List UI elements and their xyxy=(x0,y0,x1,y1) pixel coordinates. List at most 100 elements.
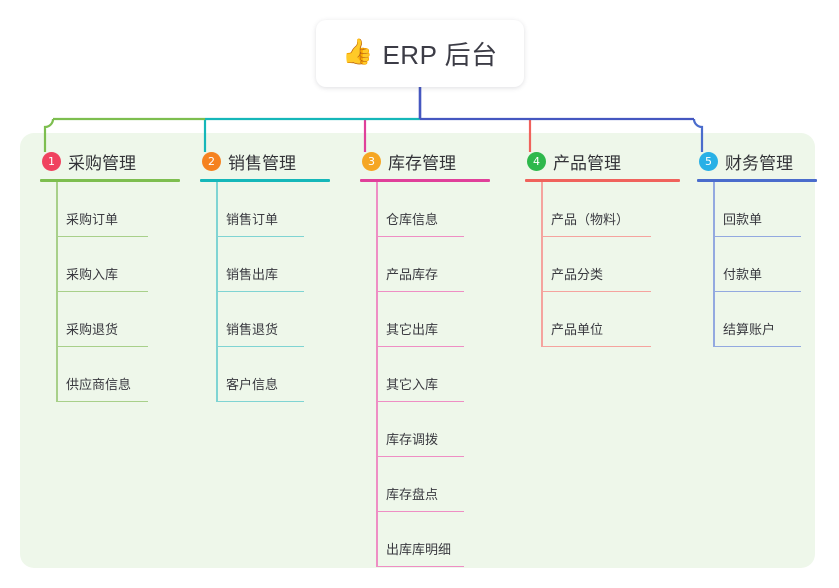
leaf-item-rule xyxy=(713,345,801,347)
leaf-item-label: 其它入库 xyxy=(386,377,439,392)
leaf-item[interactable]: 客户信息 xyxy=(200,347,330,402)
column-header-rule xyxy=(697,179,817,182)
leaf-item-rule xyxy=(541,235,651,237)
leaf-item[interactable]: 销售出库 xyxy=(200,237,330,292)
branch-column-2: 2 销售管理销售订单销售出库销售退货客户信息 xyxy=(200,148,330,402)
leaf-item-rule xyxy=(541,290,651,292)
thumbs-up-icon: 👍 xyxy=(342,38,374,66)
root-node[interactable]: 👍 ERP 后台 xyxy=(316,20,524,87)
leaf-item-label: 产品分类 xyxy=(551,267,604,282)
leaf-item-rule xyxy=(56,345,148,347)
leaf-item[interactable]: 产品单位 xyxy=(525,292,680,347)
leaf-item[interactable]: 其它入库 xyxy=(360,347,490,402)
leaf-item-rule xyxy=(376,510,464,512)
leaf-item-label: 产品库存 xyxy=(386,267,439,282)
column-header-3[interactable]: 3 库存管理 xyxy=(360,148,490,174)
leaf-item-label: 销售出库 xyxy=(226,267,279,282)
column-header-rule xyxy=(525,179,680,182)
leaf-item-label: 采购退货 xyxy=(66,322,119,337)
leaf-item-rule xyxy=(216,290,304,292)
leaf-item-label: 产品（物料） xyxy=(551,212,630,227)
leaf-item-label: 采购入库 xyxy=(66,267,119,282)
leaf-item-label: 其它出库 xyxy=(386,322,439,337)
leaf-item-rule xyxy=(376,290,464,292)
column-badge: 3 xyxy=(362,151,381,171)
leaf-item-label: 销售订单 xyxy=(226,212,279,227)
leaf-item[interactable]: 产品（物料） xyxy=(525,182,680,237)
column-header-2[interactable]: 2 销售管理 xyxy=(200,148,330,174)
column-items: 仓库信息产品库存其它出库其它入库库存调拨库存盘点出库库明细 xyxy=(360,182,490,567)
leaf-item[interactable]: 仓库信息 xyxy=(360,182,490,237)
column-spine xyxy=(713,182,715,347)
leaf-item-rule xyxy=(56,235,148,237)
leaf-item-rule xyxy=(713,290,801,292)
column-items: 销售订单销售出库销售退货客户信息 xyxy=(200,182,330,402)
leaf-item-label: 出库库明细 xyxy=(386,542,452,557)
leaf-item[interactable]: 付款单 xyxy=(697,237,817,292)
leaf-item-rule xyxy=(713,235,801,237)
branch-column-3: 3 库存管理仓库信息产品库存其它出库其它入库库存调拨库存盘点出库库明细 xyxy=(360,148,490,567)
leaf-item-label: 销售退货 xyxy=(226,322,279,337)
column-badge: 5 xyxy=(699,151,718,171)
column-header-rule xyxy=(360,179,490,182)
leaf-item[interactable]: 供应商信息 xyxy=(40,347,180,402)
leaf-item-label: 回款单 xyxy=(723,212,763,227)
column-title: 库存管理 xyxy=(388,153,456,173)
column-items: 回款单付款单结算账户 xyxy=(697,182,817,347)
leaf-item[interactable]: 出库库明细 xyxy=(360,512,490,567)
column-spine xyxy=(541,182,543,347)
root-title: ERP 后台 xyxy=(382,40,498,70)
leaf-item-label: 产品单位 xyxy=(551,322,604,337)
column-spine xyxy=(376,182,378,567)
leaf-item-rule xyxy=(541,345,651,347)
column-badge: 2 xyxy=(202,151,221,171)
leaf-item-label: 供应商信息 xyxy=(66,377,132,392)
leaf-item-rule xyxy=(216,235,304,237)
leaf-item[interactable]: 库存调拨 xyxy=(360,402,490,457)
leaf-item-rule xyxy=(216,345,304,347)
leaf-item-label: 付款单 xyxy=(723,267,763,282)
column-items: 采购订单采购入库采购退货供应商信息 xyxy=(40,182,180,402)
column-header-1[interactable]: 1 采购管理 xyxy=(40,148,180,174)
branch-column-4: 4 产品管理产品（物料） 产品分类产品单位 xyxy=(525,148,680,347)
leaf-item[interactable]: 产品分类 xyxy=(525,237,680,292)
leaf-item[interactable]: 回款单 xyxy=(697,182,817,237)
leaf-item[interactable]: 库存盘点 xyxy=(360,457,490,512)
leaf-item[interactable]: 产品库存 xyxy=(360,237,490,292)
column-title: 销售管理 xyxy=(228,153,296,173)
leaf-item-rule xyxy=(376,235,464,237)
leaf-item-label: 库存盘点 xyxy=(386,487,439,502)
column-header-4[interactable]: 4 产品管理 xyxy=(525,148,680,174)
column-header-rule xyxy=(40,179,180,182)
leaf-item-rule xyxy=(376,400,464,402)
column-spine xyxy=(56,182,58,402)
column-items: 产品（物料） 产品分类产品单位 xyxy=(525,182,680,347)
leaf-item[interactable]: 采购订单 xyxy=(40,182,180,237)
leaf-item-label: 仓库信息 xyxy=(386,212,439,227)
leaf-item-label: 库存调拨 xyxy=(386,432,439,447)
content-panel xyxy=(20,133,815,568)
leaf-item[interactable]: 采购入库 xyxy=(40,237,180,292)
leaf-item-label: 采购订单 xyxy=(66,212,119,227)
column-header-rule xyxy=(200,179,330,182)
column-title: 采购管理 xyxy=(68,153,136,173)
leaf-item-label: 结算账户 xyxy=(723,322,776,337)
leaf-item[interactable]: 销售退货 xyxy=(200,292,330,347)
leaf-item[interactable]: 其它出库 xyxy=(360,292,490,347)
branch-column-1: 1 采购管理采购订单采购入库采购退货供应商信息 xyxy=(40,148,180,402)
column-badge: 4 xyxy=(527,151,546,171)
leaf-item[interactable]: 采购退货 xyxy=(40,292,180,347)
column-badge: 1 xyxy=(42,151,61,171)
leaf-item-rule xyxy=(376,455,464,457)
leaf-item-rule xyxy=(216,400,304,402)
leaf-item-rule xyxy=(376,565,464,567)
leaf-item-rule xyxy=(376,345,464,347)
leaf-item-rule xyxy=(56,290,148,292)
leaf-item[interactable]: 销售订单 xyxy=(200,182,330,237)
leaf-item[interactable]: 结算账户 xyxy=(697,292,817,347)
leaf-item-rule xyxy=(56,400,148,402)
column-title: 产品管理 xyxy=(553,153,621,173)
